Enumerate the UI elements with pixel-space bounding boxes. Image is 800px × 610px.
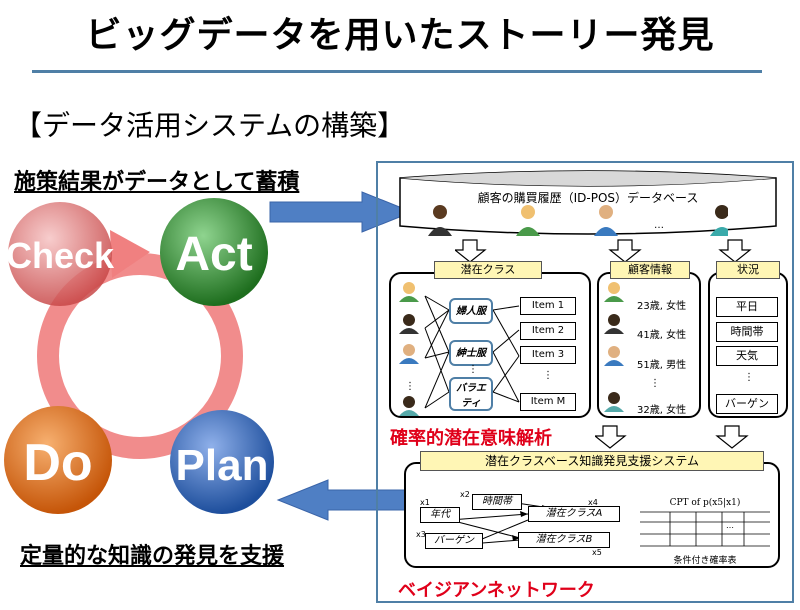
person-icon (428, 205, 452, 236)
item-box: Item 2 (520, 322, 576, 340)
act-label: Act (175, 228, 252, 281)
var-label: x1 (420, 498, 430, 507)
person-icon (399, 314, 419, 334)
customer-info-icons (604, 282, 624, 412)
situation-row: 時間帯 (716, 322, 778, 342)
person-icon (399, 344, 419, 364)
page-title: ビッグデータを用いたストーリー発見 (85, 15, 715, 56)
database-label: 顧客の購買履歴（ID-POS）データベース (477, 191, 699, 205)
person-icon (604, 392, 624, 412)
plan-sphere: Plan (170, 410, 274, 514)
latent-links (399, 282, 520, 416)
knowledge-banner: 定量的な知識の発見を支援 (20, 544, 285, 569)
person-icon (604, 346, 624, 366)
plan-label: Plan (176, 441, 269, 490)
customer-info-dots: ⋮ (650, 378, 660, 389)
latent-dots-left: ⋮ (405, 381, 415, 392)
act-sphere: Act (160, 198, 268, 306)
cycle-arrowhead (110, 230, 150, 278)
do-sphere: Do (4, 406, 112, 514)
cpt-caption: 条件付き確率表 (673, 556, 737, 566)
cpt-table (640, 511, 770, 547)
latent-class-node: 婦人服 (449, 298, 493, 324)
person-icon (594, 205, 618, 236)
situation-dots: ⋮ (744, 372, 754, 383)
title-underline (32, 70, 762, 73)
system-down-arrows (595, 425, 749, 449)
cycle-ring (37, 253, 243, 459)
item-box: Item M (520, 393, 576, 411)
var-label: x3 (416, 530, 426, 539)
item-box: Item 1 (520, 297, 576, 315)
customer-info-row: 23歳, 女性 (637, 301, 687, 312)
node-bargain: バーゲン (425, 533, 483, 549)
bayes-label: ベイジアンネットワーク (398, 580, 595, 601)
section-heading: 【データ活用システムの構築】 (14, 109, 406, 142)
var-label: x5 (592, 548, 602, 557)
person-icon (516, 205, 540, 236)
db-down-arrows (455, 239, 752, 263)
latent-class-node: バラエ ティ (449, 377, 493, 411)
system-panel (376, 161, 794, 603)
node-latent-a: 潜在クラスA (528, 506, 620, 522)
person-icon (399, 396, 419, 416)
person-icon (604, 282, 624, 302)
do-label: Do (23, 434, 92, 492)
var-label: x4 (588, 498, 598, 507)
item-box: Item 3 (520, 346, 576, 364)
pdca-cycle: Check Act Do Plan (4, 198, 274, 514)
customer-info-row: 32歳, 女性 (637, 405, 687, 416)
node-age: 年代 (420, 507, 460, 523)
situation-row: 天気 (716, 346, 778, 366)
var-label: x2 (460, 490, 470, 499)
customer-info-row: 51歳, 男性 (637, 360, 687, 371)
plsa-label: 確率的潜在意味解析 (390, 428, 552, 449)
node-timeband: 時間帯 (472, 494, 522, 510)
system-header: 潜在クラスベース知識発見支援システム (420, 451, 764, 471)
check-label: Check (6, 235, 115, 276)
situation-header: 状況 (716, 261, 780, 279)
item-dots: ⋮ (543, 370, 553, 381)
situation-row: バーゲン (716, 394, 778, 414)
accumulation-banner: 施策結果がデータとして蓄積 (14, 170, 300, 195)
person-icon (399, 282, 419, 302)
person-icon (710, 205, 728, 236)
situation-block (708, 272, 788, 418)
database-ellipsis: … (654, 220, 664, 231)
cpt-title: CPT of p(x5|x1) (669, 498, 741, 508)
person-icon (604, 314, 624, 334)
latent-dots-mid: ⋮ (468, 364, 478, 375)
database-cylinder (399, 170, 777, 235)
situation-row: 平日 (716, 297, 778, 317)
customer-info-header: 顧客情報 (610, 261, 690, 279)
customer-figures (428, 205, 728, 236)
cpt-ellipsis: … (726, 521, 734, 530)
latent-class-header: 潜在クラス (434, 261, 542, 279)
node-latent-b: 潜在クラスB (518, 532, 610, 548)
customer-info-row: 41歳, 女性 (637, 330, 687, 341)
latent-class-node: 紳士服 (449, 340, 493, 366)
check-sphere: Check (6, 202, 115, 306)
